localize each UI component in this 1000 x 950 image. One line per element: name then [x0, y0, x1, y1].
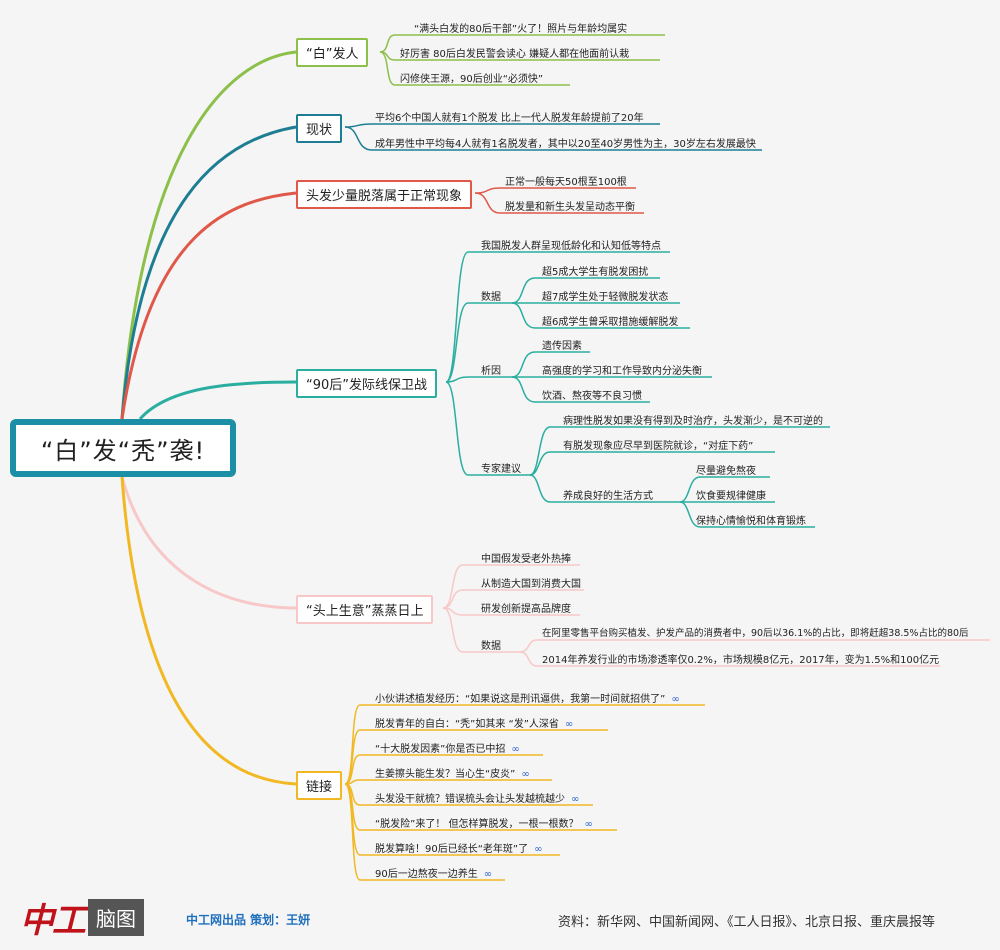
h90-shuju-2: 超7成学生处于轻微脱发状态: [542, 292, 669, 303]
bai-item-2: 好厉害 80后白发民警会读心 嫌疑人都在他面前认栽: [400, 49, 630, 60]
branch-bai[interactable]: “白”发人: [296, 38, 369, 67]
ts-shuju-1: 在阿里零售平台购买植发、护发产品的消费者中，90后以36.1%的占比，即将赶超3…: [542, 628, 969, 639]
source-text: 资料：新华网、中国新闻网、《工人日报》、北京日报、重庆晨报等: [558, 915, 936, 930]
ts-shuju: 数据: [481, 641, 501, 652]
h90-yc-1: 尽量避免熬夜: [696, 466, 756, 477]
lj-item-4[interactable]: 生姜擦头能生发？当心生“皮炎”∞: [375, 769, 530, 780]
lj-item-7[interactable]: 脱发算啥！90后已经长“老年斑”了∞: [375, 844, 543, 855]
ts-item-2: 从制造大国到消费大国: [481, 579, 581, 590]
branch-lianjie[interactable]: 链接: [296, 771, 343, 800]
bai-item-3: 闪修侠王源，90后创业“必须快”: [400, 74, 544, 85]
lj-item-3[interactable]: “十大脱发因素”你是否已中招∞: [375, 744, 520, 755]
xz-item-2: 成年男性中平均每4人就有1名脱发者，其中以20至40岁男性为主，30岁左右发展最…: [375, 139, 756, 150]
xz-item-1: 平均6个中国人就有1个脱发 比上一代人脱发年龄提前了20年: [375, 113, 644, 124]
link-icon[interactable]: ∞: [511, 744, 520, 755]
h90-zj-2: 有脱发现象应尽早到医院就诊，“对症下药”: [563, 441, 754, 452]
h90-xiyin-1: 遗传因素: [542, 341, 582, 352]
lj-item-1[interactable]: 小伙讲述植发经历：“如果说这是刑讯逼供，我第一时间就招供了”∞: [375, 694, 680, 705]
h90-zhuanjia: 专家建议: [481, 464, 521, 475]
branch-toushang[interactable]: “头上生意”蒸蒸日上: [296, 595, 434, 624]
lj-item-5[interactable]: 头发没干就梳？错误梳头会让头发越梳越少∞: [375, 794, 580, 805]
root-topic: “白”发“秃”袭!: [10, 419, 236, 477]
branch-xianzhuang[interactable]: 现状: [296, 114, 343, 143]
ts-item-1: 中国假发受老外热捧: [481, 554, 571, 565]
h90-shuju-1: 超5成大学生有脱发困扰: [542, 267, 649, 278]
h90-top: 我国脱发人群呈现低龄化和认知低等特点: [481, 241, 661, 252]
link-icon[interactable]: ∞: [483, 869, 493, 880]
link-icon[interactable]: ∞: [571, 794, 580, 805]
tf-item-1: 正常一般每天50根至100根: [505, 177, 627, 188]
h90-shuju: 数据: [481, 292, 501, 303]
link-icon[interactable]: ∞: [534, 844, 543, 855]
logo-main: 中工: [20, 901, 86, 941]
tf-item-2: 脱发量和新生头发呈动态平衡: [505, 202, 635, 213]
h90-yc-2: 饮食要规律健康: [696, 491, 766, 502]
lj-item-8[interactable]: 90后一边熬夜一边养生∞: [375, 869, 493, 880]
link-icon[interactable]: ∞: [671, 694, 680, 705]
link-icon[interactable]: ∞: [521, 769, 530, 780]
link-icon[interactable]: ∞: [564, 719, 574, 730]
credit-text: 中工网出品 策划：王妍: [186, 913, 311, 927]
h90-zj-1: 病理性脱发如果没有得到及时治疗，头发渐少，是不可逆的: [563, 416, 823, 427]
brand-logo: 中工 脑图: [20, 893, 144, 942]
h90-shuju-3: 超6成学生曾采取措施缓解脱发: [542, 317, 679, 328]
h90-yc-3: 保持心情愉悦和体育锻炼: [696, 516, 806, 527]
h90-yangcheng: 养成良好的生活方式: [563, 491, 653, 502]
h90-xiyin: 析因: [481, 366, 501, 377]
bai-item-1: “满头白发的80后干部”火了！照片与年龄均属实: [414, 24, 628, 35]
branch-toufa[interactable]: 头发少量脱落属于正常现象: [296, 180, 473, 209]
ts-shuju-2: 2014年养发行业的市场渗透率仅0.2%，市场规模8亿元，2017年，变为1.5…: [542, 655, 940, 666]
logo-box: 脑图: [88, 899, 144, 936]
lj-item-6[interactable]: “脱发险”来了！ 但怎样算脱发，一根一根数？∞: [375, 819, 593, 830]
h90-xiyin-3: 饮酒、熬夜等不良习惯: [542, 391, 642, 402]
ts-item-3: 研发创新提高品牌度: [481, 604, 571, 615]
h90-xiyin-2: 高强度的学习和工作导致内分泌失衡: [542, 366, 702, 377]
link-icon[interactable]: ∞: [584, 819, 593, 830]
branch-90hou[interactable]: “90后”发际线保卫战: [296, 369, 438, 398]
lj-item-2[interactable]: 脱发青年的自白：“秃”如其来 “发”人深省∞: [375, 719, 574, 730]
